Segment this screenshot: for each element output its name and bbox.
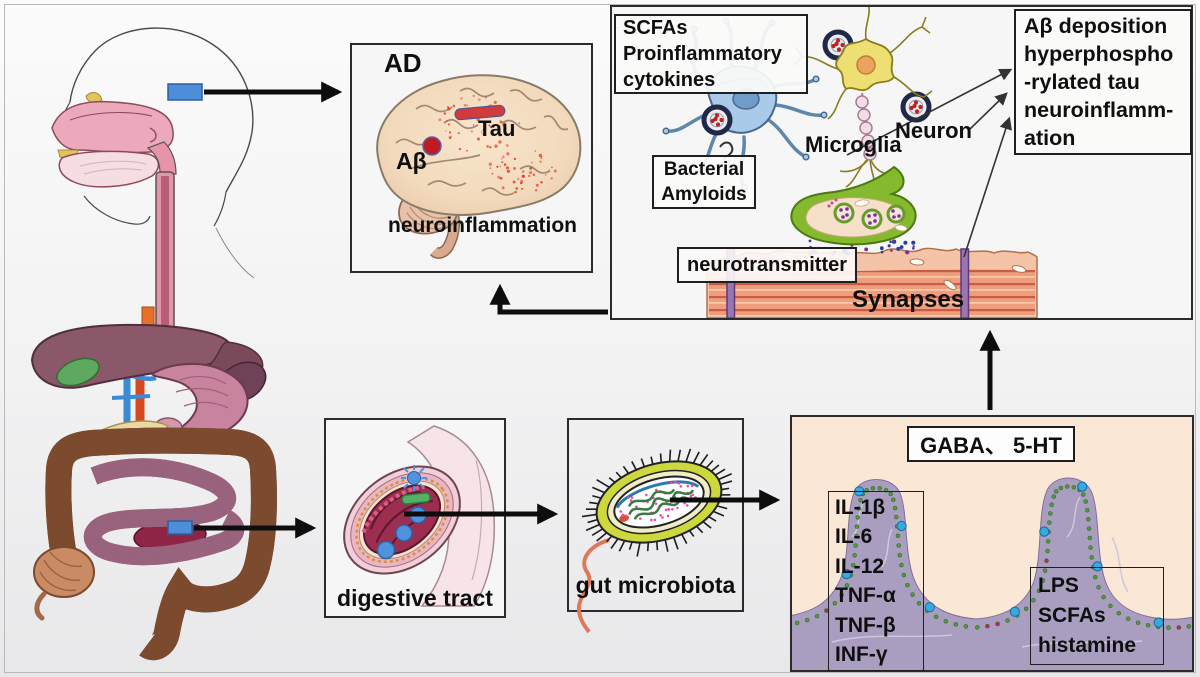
gaba-5ht-box: GABA、 5-HT [907, 426, 1075, 462]
microglia-label: Microglia [805, 133, 902, 158]
nasal-cavity [52, 102, 173, 153]
brain-site-marker [168, 84, 202, 100]
gallbladder-illustration [53, 353, 103, 391]
neuroinflammation-label: neuroinflammation [388, 214, 577, 238]
mesentery-illustration [133, 519, 207, 554]
small-intestine-illustration [93, 467, 235, 556]
extracellular-vesicle-icon [704, 107, 730, 133]
scfa-cytokines-box: SCFAs Proinflammatory cytokines [614, 14, 808, 94]
stomach-illustration [152, 364, 248, 438]
panel-title-ad: AD [384, 49, 422, 78]
cerebrum [377, 75, 580, 215]
large-intestine-illustration [58, 441, 264, 648]
gut-site-marker [168, 521, 192, 534]
neurotransmitter-box: neurotransmitter [677, 247, 857, 283]
pancreas-illustration [101, 421, 168, 448]
metabolites-box: LPS SCFAs histamine [1030, 567, 1164, 665]
tongue [59, 151, 158, 186]
esophagus-orange-marker [142, 307, 154, 325]
cecum-appendix-illustration [34, 547, 94, 618]
human-anatomy-illustration [0, 0, 340, 677]
alzheimer-brain-panel: AD Tau Aβ neuroinflammation [350, 43, 593, 273]
tau-label: Tau [478, 117, 515, 142]
cytokines-box: IL-1β IL-6 IL-12 TNF-α TNF-β INF-γ [828, 491, 924, 671]
gut-epithelium-panel: GABA、 5-HT IL-1β IL-6 IL-12 TNF-α TNF-β … [790, 415, 1194, 672]
bacterium-illustration [569, 420, 746, 660]
liver-illustration [32, 325, 263, 388]
extracellular-vesicle-icon [903, 94, 929, 120]
bacterial-amyloids-box: Bacterial Amyloids [652, 155, 756, 209]
ad-outcome-box: Aβ deposition hyperphospho -rylated tau … [1014, 9, 1192, 155]
abeta-label: Aβ [396, 149, 427, 175]
arrow-neural-to-brain-panel [500, 288, 608, 312]
gut-microbiota-panel: gut microbiota [567, 418, 744, 612]
spleen-illustration [211, 354, 272, 409]
esophagus-illustration [142, 142, 176, 334]
abdominal-vessels [112, 348, 166, 428]
gut-microbiota-caption: gut microbiota [569, 573, 742, 599]
head-profile-illustration [52, 28, 254, 278]
neuron-label: Neuron [895, 119, 972, 144]
neural-mechanism-panel: SCFAs Proinflammatory cytokines Microgli… [610, 5, 1193, 320]
digestive-tract-caption: digestive tract [326, 586, 504, 612]
synapses-label: Synapses [852, 287, 964, 314]
digestive-tract-panel: digestive tract [324, 418, 506, 618]
